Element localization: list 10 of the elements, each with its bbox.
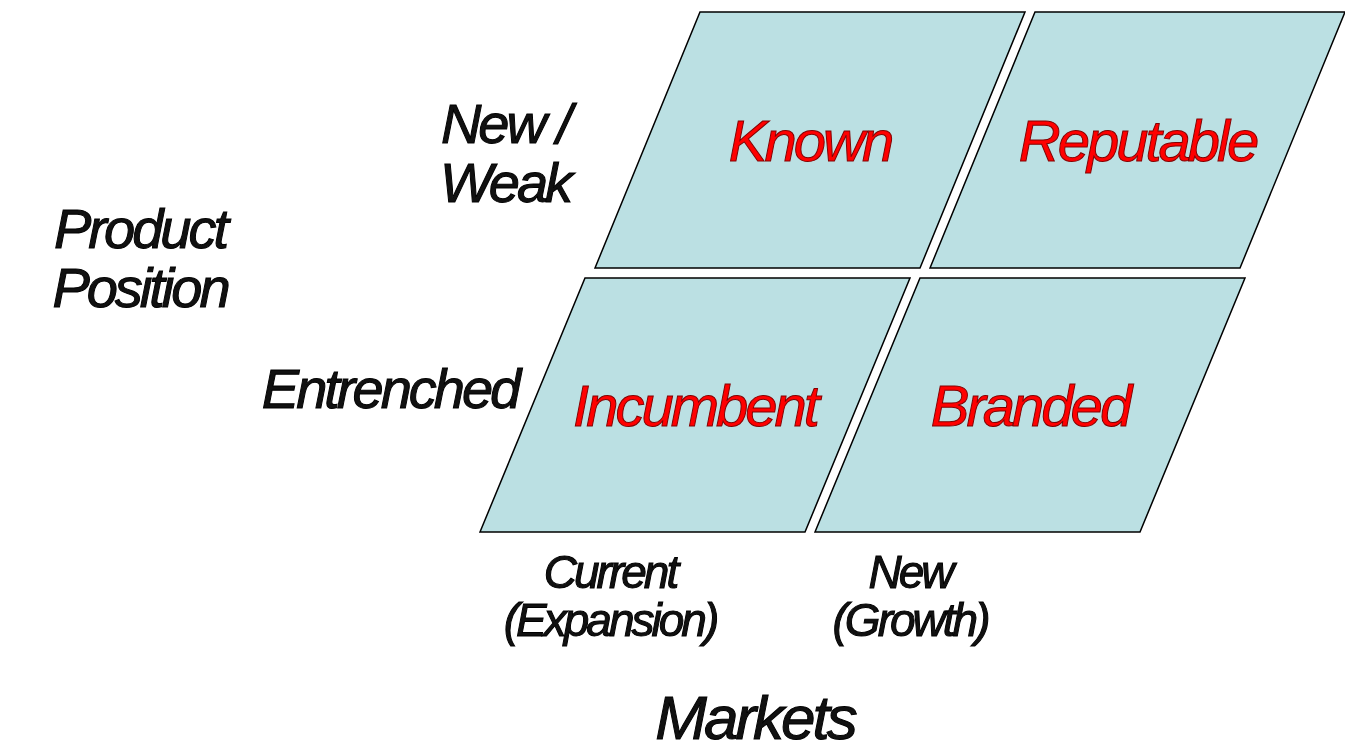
row-header: New / Weak (370, 95, 640, 213)
axis-title: Markets (654, 685, 857, 751)
matrix-cell (930, 12, 1345, 268)
cell-label: Known (728, 106, 892, 174)
axis-title: Product Position (51, 200, 230, 318)
column-header: Current (Expansion) (502, 548, 718, 645)
cell-label: Branded (930, 371, 1130, 439)
row-header: Entrenched (260, 360, 522, 419)
cell-label: Reputable (1018, 106, 1257, 174)
column-header: New (Growth) (831, 548, 989, 645)
